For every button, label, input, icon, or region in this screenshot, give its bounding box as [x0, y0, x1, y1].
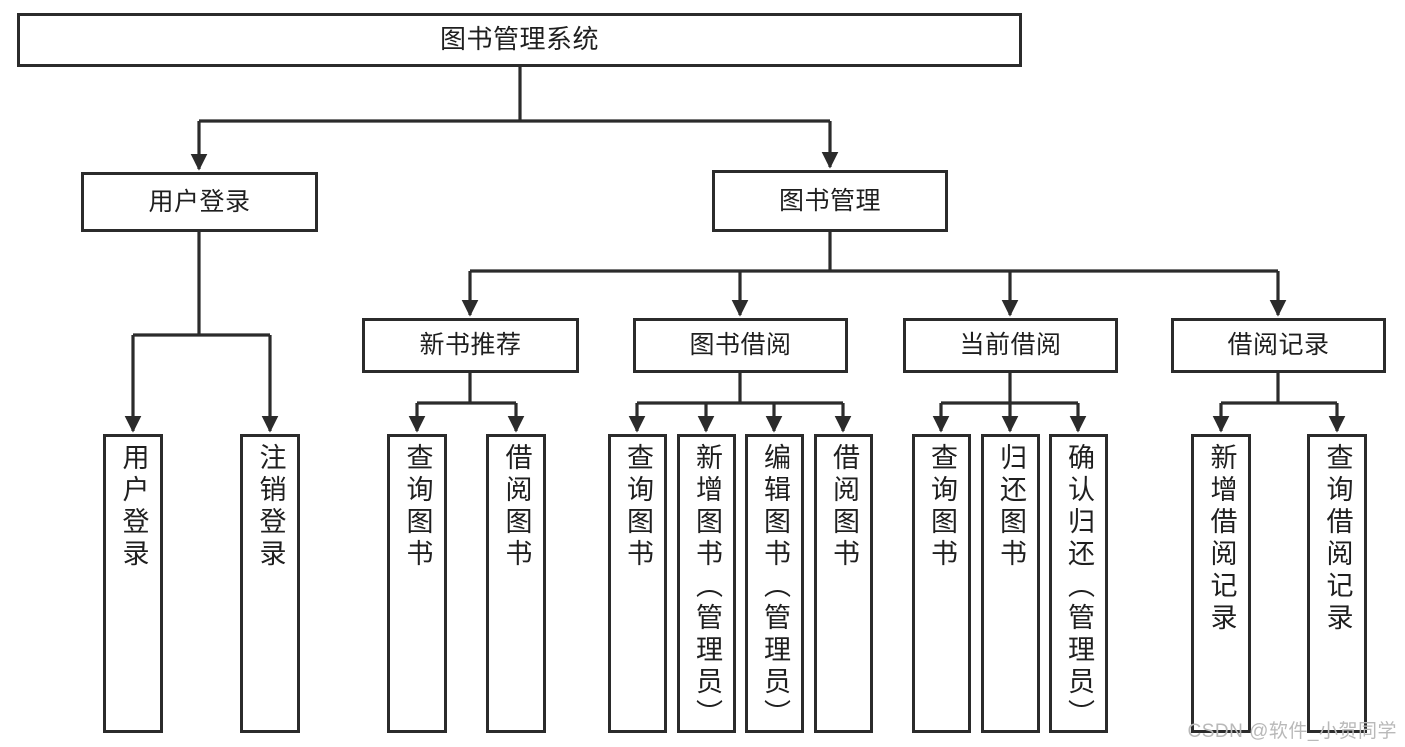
node-root-system-label: 图书管理系统	[439, 24, 599, 55]
leaf-query-book-rec-label: 查询图书	[402, 443, 433, 571]
csdn-watermark: CSDN @软件_小贺同学	[1187, 721, 1397, 742]
leaf-edit-book-label: 编辑图书（管理员）	[760, 443, 790, 731]
node-root-system[interactable]: 图书管理系统	[17, 13, 1022, 67]
leaf-query-book-borrow-label: 查询图书	[623, 443, 653, 571]
node-book-borrow-label: 图书借阅	[689, 331, 792, 360]
node-user-login-label: 用户登录	[148, 187, 251, 216]
leaf-borrow-book-rec-label: 借阅图书	[501, 443, 532, 571]
leaf-query-borrow-record[interactable]: 查询借阅记录	[1307, 434, 1367, 733]
leaf-return-book[interactable]: 归还图书	[981, 434, 1040, 733]
node-borrow-record-label: 借阅记录	[1227, 331, 1330, 360]
leaf-query-book-current-label: 查询图书	[927, 443, 957, 571]
node-current-borrow[interactable]: 当前借阅	[903, 318, 1118, 373]
leaf-confirm-return-label: 确认归还（管理员）	[1064, 443, 1094, 731]
node-borrow-record[interactable]: 借阅记录	[1171, 318, 1386, 373]
leaf-add-borrow-record[interactable]: 新增借阅记录	[1191, 434, 1251, 733]
node-book-manage[interactable]: 图书管理	[712, 170, 948, 232]
leaf-return-book-label: 归还图书	[996, 443, 1026, 571]
leaf-query-borrow-record-label: 查询借阅记录	[1322, 443, 1353, 635]
leaf-query-book-current[interactable]: 查询图书	[912, 434, 971, 733]
leaf-add-borrow-record-label: 新增借阅记录	[1206, 443, 1237, 635]
leaf-add-book[interactable]: 新增图书（管理员）	[677, 434, 736, 733]
leaf-borrow-book[interactable]: 借阅图书	[814, 434, 873, 733]
node-user-login[interactable]: 用户登录	[81, 172, 318, 232]
node-current-borrow-label: 当前借阅	[959, 331, 1062, 360]
node-new-book-recommend[interactable]: 新书推荐	[362, 318, 579, 373]
leaf-logout-label: 注销登录	[255, 443, 286, 571]
leaf-logout[interactable]: 注销登录	[240, 434, 300, 733]
leaf-borrow-book-rec[interactable]: 借阅图书	[486, 434, 546, 733]
leaf-user-login[interactable]: 用户登录	[103, 434, 163, 733]
node-book-borrow[interactable]: 图书借阅	[633, 318, 848, 373]
node-new-book-recommend-label: 新书推荐	[419, 331, 522, 360]
leaf-borrow-book-label: 借阅图书	[829, 443, 859, 571]
leaf-query-book-borrow[interactable]: 查询图书	[608, 434, 667, 733]
leaf-confirm-return[interactable]: 确认归还（管理员）	[1049, 434, 1108, 733]
leaf-query-book-rec[interactable]: 查询图书	[387, 434, 447, 733]
leaf-user-login-label: 用户登录	[118, 443, 149, 571]
leaf-edit-book[interactable]: 编辑图书（管理员）	[745, 434, 804, 733]
leaf-add-book-label: 新增图书（管理员）	[692, 443, 722, 731]
node-book-manage-label: 图书管理	[778, 186, 881, 215]
